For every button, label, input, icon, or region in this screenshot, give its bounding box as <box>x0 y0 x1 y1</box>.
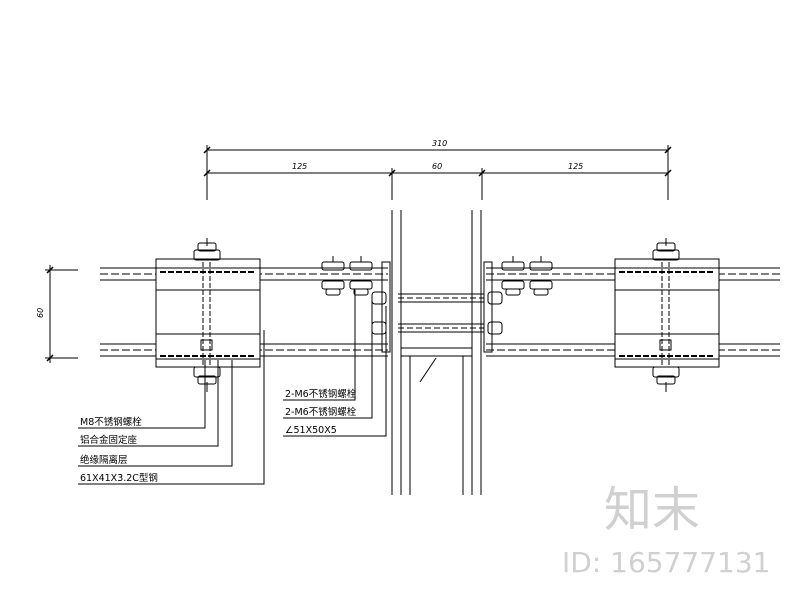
right-fixing-block <box>614 258 720 368</box>
dim-middle-text: 60 <box>432 162 442 171</box>
dim-overall-text: 310 <box>432 139 447 148</box>
height-dimension <box>45 265 78 363</box>
callout-angle: ∠51X50X5 <box>285 425 337 436</box>
dim-left-text: 125 <box>292 162 307 171</box>
m6-nuts <box>321 256 553 296</box>
leader-lines <box>78 290 387 485</box>
watermark-id: ID: 165777131 <box>562 546 770 579</box>
centre-mullion <box>391 210 482 495</box>
callout-insulation: 绝缘隔离层 <box>80 454 128 466</box>
callout-m8-bolt: M8不锈钢螺栓 <box>80 416 142 428</box>
angle-brackets-and-bolts <box>371 261 503 353</box>
m8-bolt-nuts <box>193 238 680 392</box>
dim-height-text: 60 <box>36 308 45 318</box>
callout-steel-tube: 61X41X3.2C型钢 <box>80 472 158 484</box>
dim-right-text: 125 <box>568 162 583 171</box>
callout-m6-bolt-2: 2-M6不锈钢螺栓 <box>285 406 357 418</box>
callout-alloy-plate: 铝合金固定座 <box>80 434 138 446</box>
callout-m6-bolt-1: 2-M6不锈钢螺栓 <box>285 388 357 400</box>
top-dimension-lines <box>203 145 672 200</box>
left-fixing-block <box>155 258 261 368</box>
watermark-logo: 知末 <box>604 482 700 538</box>
